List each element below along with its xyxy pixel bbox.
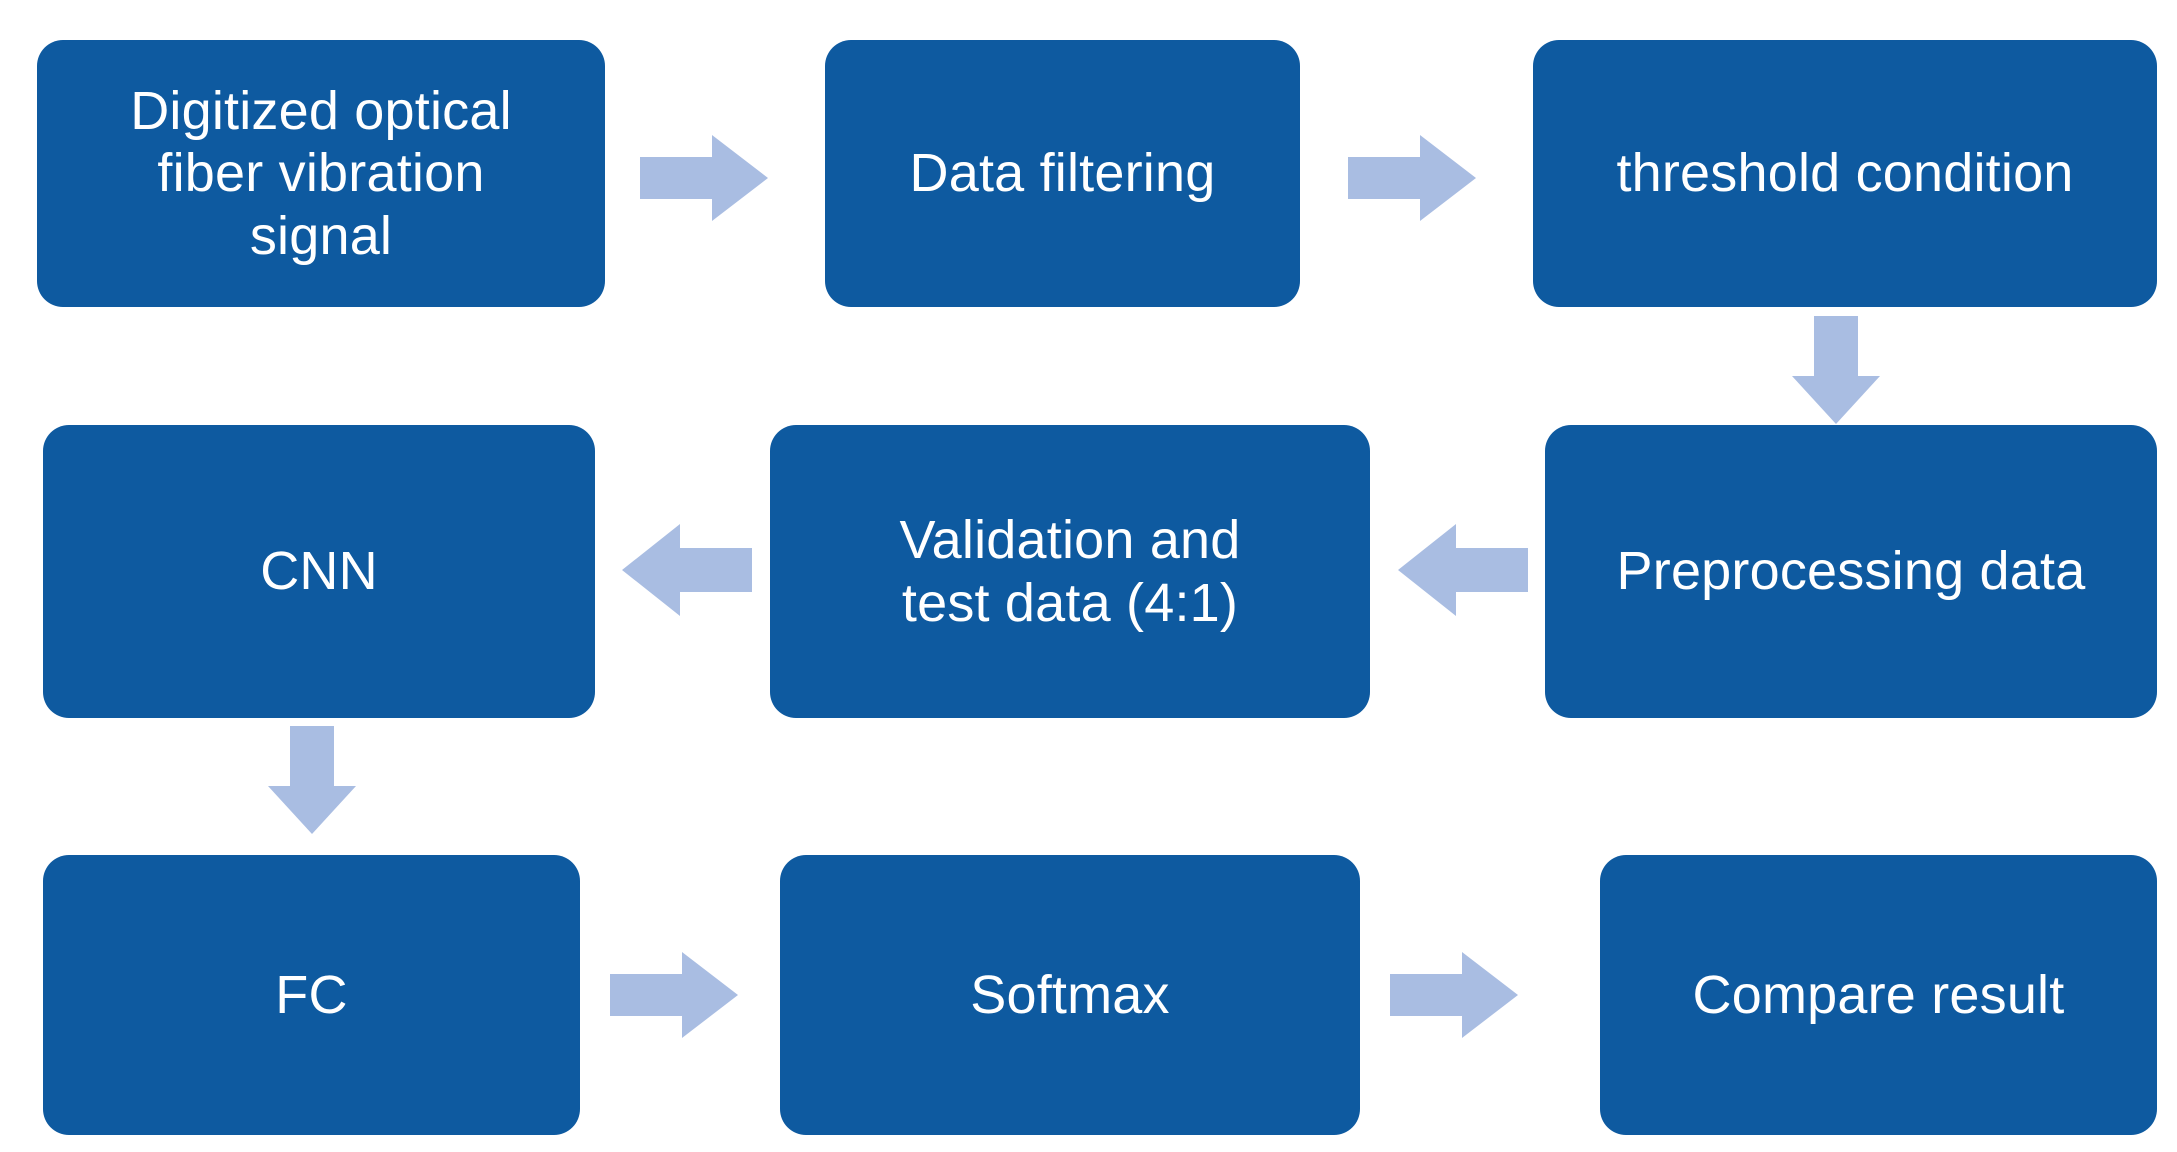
node-compare-result[interactable]: Compare result <box>1600 855 2157 1135</box>
arrow-down-cnn-to-fc <box>268 726 356 834</box>
node-threshold-condition-label: threshold condition <box>1616 143 2074 204</box>
arrow-left-validation-to-cnn <box>622 524 752 616</box>
node-threshold-condition[interactable]: threshold condition <box>1533 40 2157 307</box>
node-digitized-signal[interactable]: Digitized optical fiber vibration signal <box>37 40 605 307</box>
node-fc-label: FC <box>275 964 348 1025</box>
node-preprocessing-data-label: Preprocessing data <box>1616 541 2086 602</box>
node-softmax[interactable]: Softmax <box>780 855 1360 1135</box>
arrow-right-fc-to-softmax <box>610 952 738 1038</box>
arrow-right-softmax-to-compare-result <box>1390 952 1518 1038</box>
node-cnn-label: CNN <box>260 541 378 602</box>
arrow-down-threshold-to-preprocessing <box>1792 316 1880 424</box>
node-data-filtering[interactable]: Data filtering <box>825 40 1300 307</box>
node-digitized-signal-label: Digitized optical fiber vibration signal <box>130 80 512 266</box>
arrow-right-filtering-to-threshold <box>1348 135 1476 221</box>
arrow-right-signal-to-filtering <box>640 135 768 221</box>
node-preprocessing-data[interactable]: Preprocessing data <box>1545 425 2157 718</box>
node-softmax-label: Softmax <box>970 964 1170 1025</box>
node-compare-result-label: Compare result <box>1692 964 2065 1025</box>
node-fc[interactable]: FC <box>43 855 580 1135</box>
node-cnn[interactable]: CNN <box>43 425 595 718</box>
arrow-left-preprocessing-to-validation <box>1398 524 1528 616</box>
node-validation-test-data[interactable]: Validation and test data (4:1) <box>770 425 1370 718</box>
node-validation-test-data-label: Validation and test data (4:1) <box>899 509 1241 633</box>
node-data-filtering-label: Data filtering <box>909 143 1216 204</box>
